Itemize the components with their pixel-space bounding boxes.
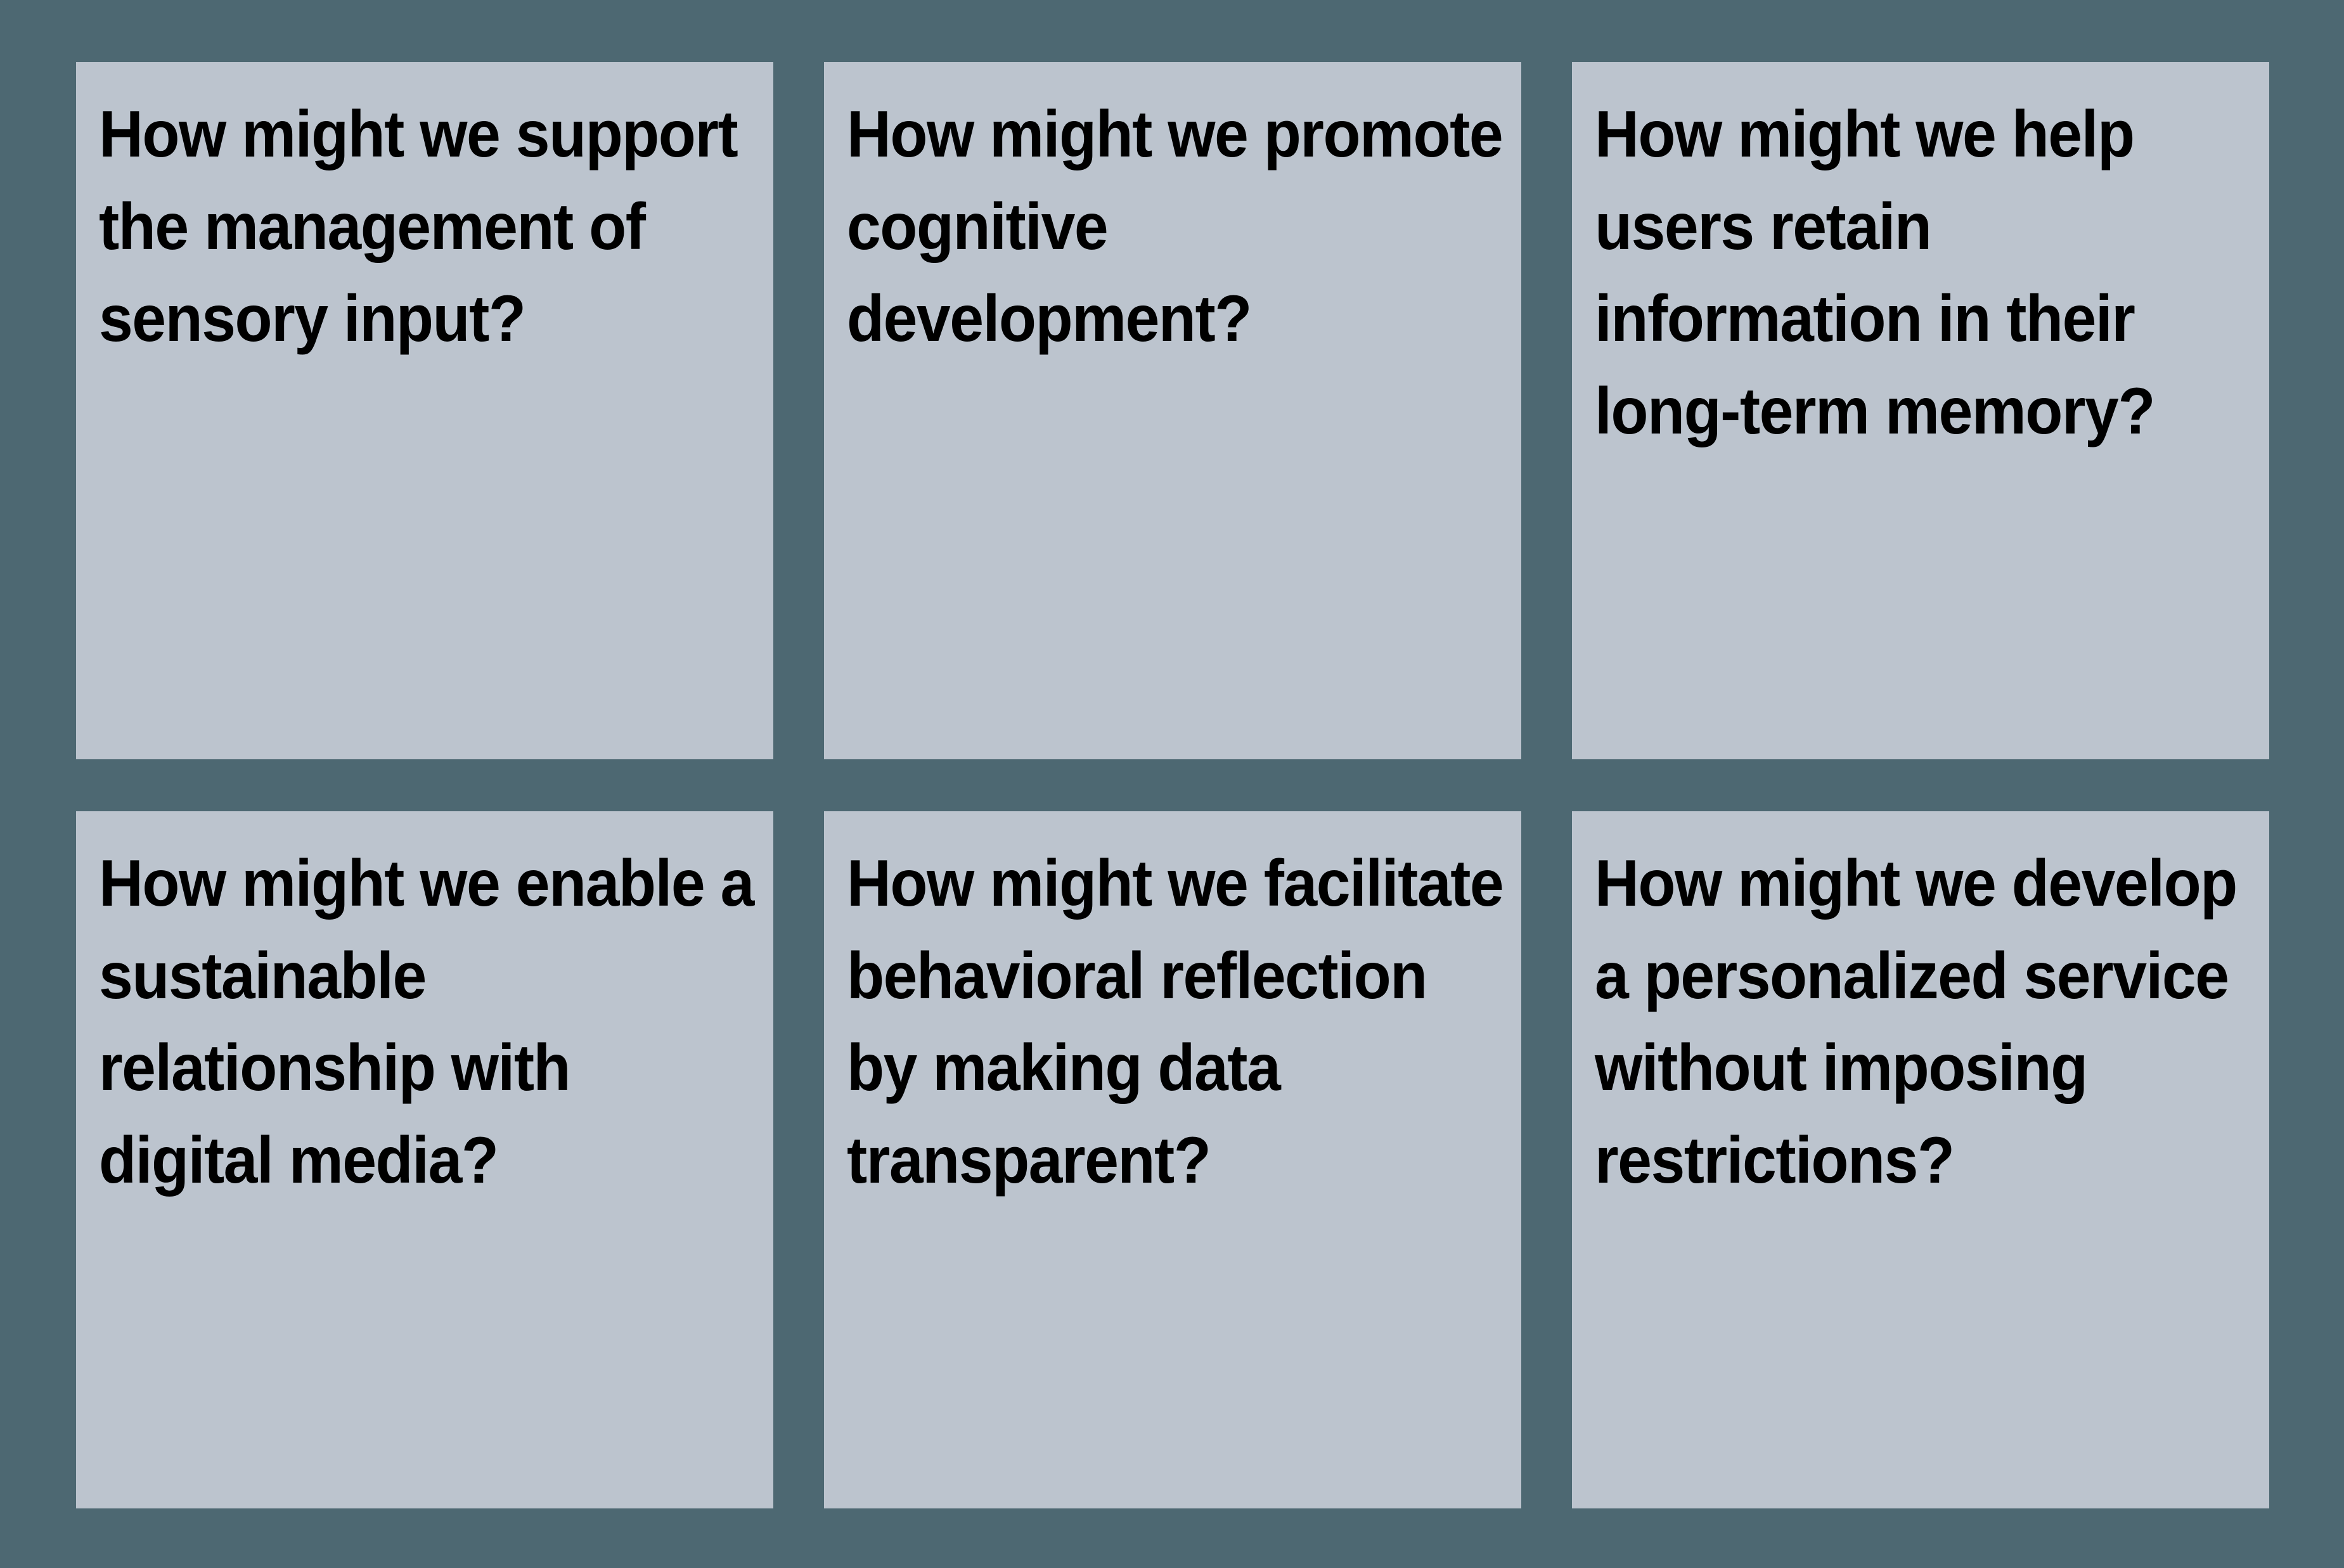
hmw-card-text: How might we help users retain informati… — [1595, 98, 2155, 448]
hmw-card-personalized-service[interactable]: How might we develop a personalized serv… — [1572, 811, 2269, 1508]
hmw-card-text: How might we enable a sustainable relati… — [99, 847, 754, 1197]
hmw-card-text: How might we facilitate behavioral refle… — [847, 847, 1504, 1197]
hmw-card-long-term-memory[interactable]: How might we help users retain informati… — [1572, 62, 2269, 759]
hmw-card-board: How might we support the management of s… — [76, 62, 2269, 1508]
hmw-card-sensory-input[interactable]: How might we support the management of s… — [76, 62, 773, 759]
hmw-card-text: How might we promote cognitive developme… — [847, 98, 1504, 356]
hmw-card-behavioral-reflection[interactable]: How might we facilitate behavioral refle… — [824, 811, 1521, 1508]
hmw-card-text: How might we support the management of s… — [99, 98, 738, 356]
hmw-card-digital-media[interactable]: How might we enable a sustainable relati… — [76, 811, 773, 1508]
hmw-card-text: How might we develop a personalized serv… — [1595, 847, 2238, 1197]
hmw-card-cognitive-development[interactable]: How might we promote cognitive developme… — [824, 62, 1521, 759]
